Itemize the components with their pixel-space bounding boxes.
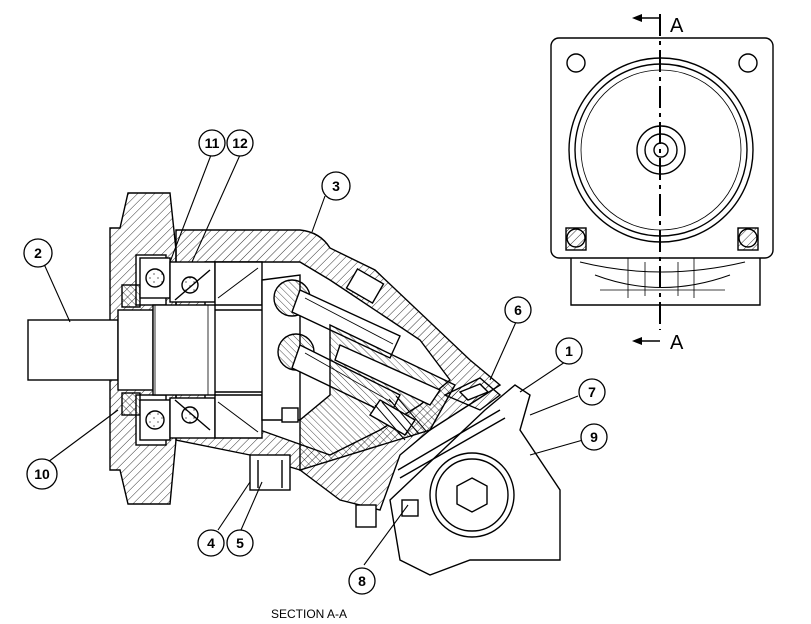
- callout-5: 5: [226, 529, 254, 557]
- svg-text:5: 5: [236, 535, 244, 551]
- callout-11: 11: [198, 129, 226, 157]
- callout-7: 7: [578, 378, 606, 406]
- svg-text:2: 2: [34, 245, 42, 261]
- mounting-flange: [550, 37, 774, 259]
- bearings: [139, 257, 216, 441]
- end-view: [550, 37, 774, 306]
- callout-2: 2: [23, 238, 53, 268]
- svg-text:1: 1: [565, 343, 573, 359]
- callout-6: 6: [504, 296, 532, 324]
- section-mark-bottom: A: [670, 332, 684, 354]
- section-line: [632, 14, 661, 345]
- svg-text:3: 3: [332, 178, 340, 194]
- hex-plug: [456, 477, 488, 513]
- svg-text:9: 9: [590, 429, 598, 445]
- callout-1: 1: [555, 337, 583, 365]
- svg-text:7: 7: [588, 384, 596, 400]
- callout-10: 10: [26, 458, 58, 490]
- svg-text:10: 10: [34, 466, 50, 482]
- drive-shaft: [27, 319, 119, 381]
- leader-lines: [43, 154, 584, 566]
- svg-text:12: 12: [232, 135, 248, 151]
- section-caption: SECTION A-A: [271, 607, 347, 621]
- callout-8: 8: [348, 567, 376, 595]
- callout-12: 12: [226, 129, 254, 157]
- callout-4: 4: [197, 529, 225, 557]
- bolt-hole: [738, 53, 758, 73]
- section-view: [27, 192, 561, 576]
- svg-text:8: 8: [358, 573, 366, 589]
- svg-text:11: 11: [205, 135, 220, 151]
- svg-text:4: 4: [207, 535, 215, 551]
- bolt-hole: [566, 53, 586, 73]
- section-mark-top: A: [670, 15, 684, 37]
- svg-text:6: 6: [514, 302, 522, 318]
- callout-3: 3: [321, 171, 351, 201]
- callout-9: 9: [580, 423, 608, 451]
